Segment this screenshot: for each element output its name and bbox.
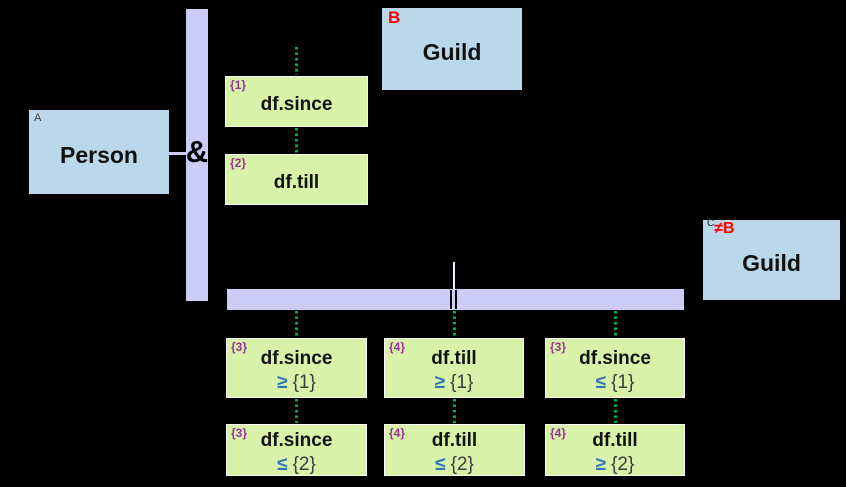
comparison-value: {2} — [292, 453, 316, 475]
parallel-mark-icon — [450, 290, 452, 309]
condition-box: {3} df.since ≤{2} — [226, 424, 367, 476]
dotted-edge — [453, 311, 456, 337]
attr-label: df.till — [431, 347, 477, 369]
comparison-operator: ≤ — [277, 453, 288, 475]
node-tag: B — [388, 8, 401, 27]
condition-box: {4} df.till ≥{2} — [545, 424, 685, 476]
condition-expression: ≥{1} — [435, 370, 474, 396]
attr-tag: {4} — [550, 426, 567, 440]
dotted-edge — [295, 311, 298, 337]
attr-tag: {3} — [550, 340, 567, 354]
node-label: Guild — [422, 38, 482, 65]
dotted-edge — [295, 399, 298, 423]
dotted-edge — [295, 47, 298, 75]
comparison-value: {1} — [450, 371, 474, 393]
dotted-edge — [295, 128, 298, 153]
attr-tag: {3} — [231, 340, 248, 354]
dotted-edge — [614, 399, 617, 423]
condition-box: {3} df.since ≥{1} — [226, 338, 367, 398]
condition-expression: ≤{1} — [596, 370, 635, 396]
condition-expression: ≥{2} — [596, 452, 635, 478]
attr-tag: {4} — [389, 426, 406, 440]
comparison-value: {1} — [292, 371, 316, 393]
node-guild-b: B Guild — [382, 8, 522, 90]
attr-label: df.since — [260, 347, 333, 369]
node-tag: C≠B — [707, 218, 735, 238]
node-guild-c: C≠B Guild — [703, 218, 840, 300]
comparison-value: {2} — [611, 453, 635, 475]
dotted-edge — [453, 399, 456, 423]
attr-tag: {3} — [231, 426, 248, 440]
node-tag-superscript: C — [707, 218, 715, 229]
attr-label: df.since — [579, 347, 651, 369]
attr-label: df.till — [431, 429, 478, 451]
parallel-mark-icon — [455, 290, 457, 309]
condition-box: {3} df.since ≤{1} — [545, 338, 685, 398]
comparison-operator: ≥ — [595, 453, 607, 475]
attr-label: df.since — [260, 429, 333, 451]
condition-expression: ≤{2} — [435, 452, 474, 478]
condition-expression: ≥{1} — [277, 370, 316, 396]
condition-box: {4} df.till ≤{2} — [384, 424, 525, 476]
comparison-operator: ≤ — [435, 453, 446, 475]
attr-label: df.since — [260, 93, 333, 115]
attr-box-till: {2} df.till — [225, 154, 368, 205]
person-and-connector — [169, 152, 186, 155]
condition-box: {4} df.till ≥{1} — [384, 338, 524, 398]
attr-label: df.till — [592, 429, 638, 451]
dotted-edge — [614, 311, 617, 337]
and-operator-symbol: & — [185, 134, 209, 169]
node-tag-inequality: ≠B — [714, 220, 735, 237]
comparison-operator: ≥ — [277, 371, 288, 393]
attr-tag: {1} — [230, 78, 247, 92]
parallel-operator-symbol — [450, 290, 458, 309]
node-label: Guild — [742, 249, 801, 276]
attr-label: df.till — [273, 171, 320, 193]
comparison-operator: ≥ — [434, 371, 446, 393]
attr-tag: {4} — [389, 340, 406, 354]
and-operator-bar — [186, 9, 208, 301]
node-label: Person — [60, 141, 138, 168]
comparison-operator: ≤ — [595, 371, 607, 393]
node-tag: A — [34, 112, 42, 124]
attr-tag: {2} — [230, 156, 247, 170]
condition-expression: ≤{2} — [277, 452, 316, 478]
drop-line — [453, 262, 455, 289]
attr-box-since: {1} df.since — [225, 76, 368, 127]
node-person: A Person — [29, 110, 169, 194]
comparison-value: {1} — [611, 371, 635, 393]
comparison-value: {2} — [450, 453, 474, 475]
